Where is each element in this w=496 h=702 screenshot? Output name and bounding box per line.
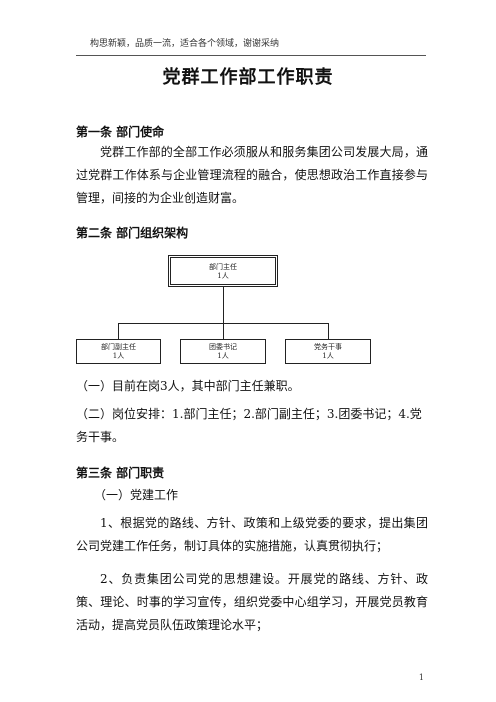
page-number: 1 xyxy=(418,673,424,682)
org-box-title: 部门主任 xyxy=(209,263,237,271)
org-box-title: 党务干事 xyxy=(314,343,342,351)
org-connector-middle xyxy=(223,323,224,339)
section-1-body: 党群工作部的全部工作必须服从和服务集团公司发展大局，通过党群工作体系与企业管理流… xyxy=(76,145,428,205)
org-chart: 部门主任 1人 部门副主任 1人 团委书记 1人 党务干事 1人 xyxy=(76,255,428,367)
org-box-count: 1人 xyxy=(217,352,229,360)
org-box-deputy-director: 部门副主任 1人 xyxy=(76,339,161,364)
duty-item-2: 2、负责集团公司党的思想建设。开展党的路线、方针、政策、理论、时事的学习宣传，组… xyxy=(76,572,428,632)
org-connector-right xyxy=(328,323,329,339)
org-box-party-affairs-officer: 党务干事 1人 xyxy=(285,339,371,364)
org-box-director: 部门主任 1人 xyxy=(168,255,278,287)
duty-item-1: 1、根据党的路线、方针、政策和上级党委的要求，提出集团公司党建工作任务，制订具体… xyxy=(76,516,428,553)
header-divider xyxy=(76,55,426,56)
page-header-text: 构思新颖，品质一流，适合各个领域，谢谢采纳 xyxy=(90,39,280,49)
staff-note: （一）目前在岗3人，其中部门主任兼职。 xyxy=(76,379,300,393)
org-box-count: 1人 xyxy=(217,272,229,280)
org-box-youth-league-secretary: 团委书记 1人 xyxy=(180,339,266,364)
section-2-heading: 第二条 部门组织架构 xyxy=(76,226,189,240)
subsection-party-building: （一）党建工作 xyxy=(94,488,179,502)
org-box-count: 1人 xyxy=(322,352,334,360)
section-3-heading: 第三条 部门职责 xyxy=(76,466,165,480)
org-box-title: 团委书记 xyxy=(209,343,237,351)
org-box-title: 部门副主任 xyxy=(101,343,136,351)
position-note: （二）岗位安排：1.部门主任；2.部门副主任；3.团委书记；4.党务干事。 xyxy=(76,407,422,444)
document-title: 党群工作部工作职责 xyxy=(162,67,334,88)
org-connector-vertical xyxy=(223,287,224,323)
org-connector-left xyxy=(118,323,119,339)
org-box-count: 1人 xyxy=(112,352,125,360)
section-1-heading: 第一条 部门使命 xyxy=(76,125,165,139)
